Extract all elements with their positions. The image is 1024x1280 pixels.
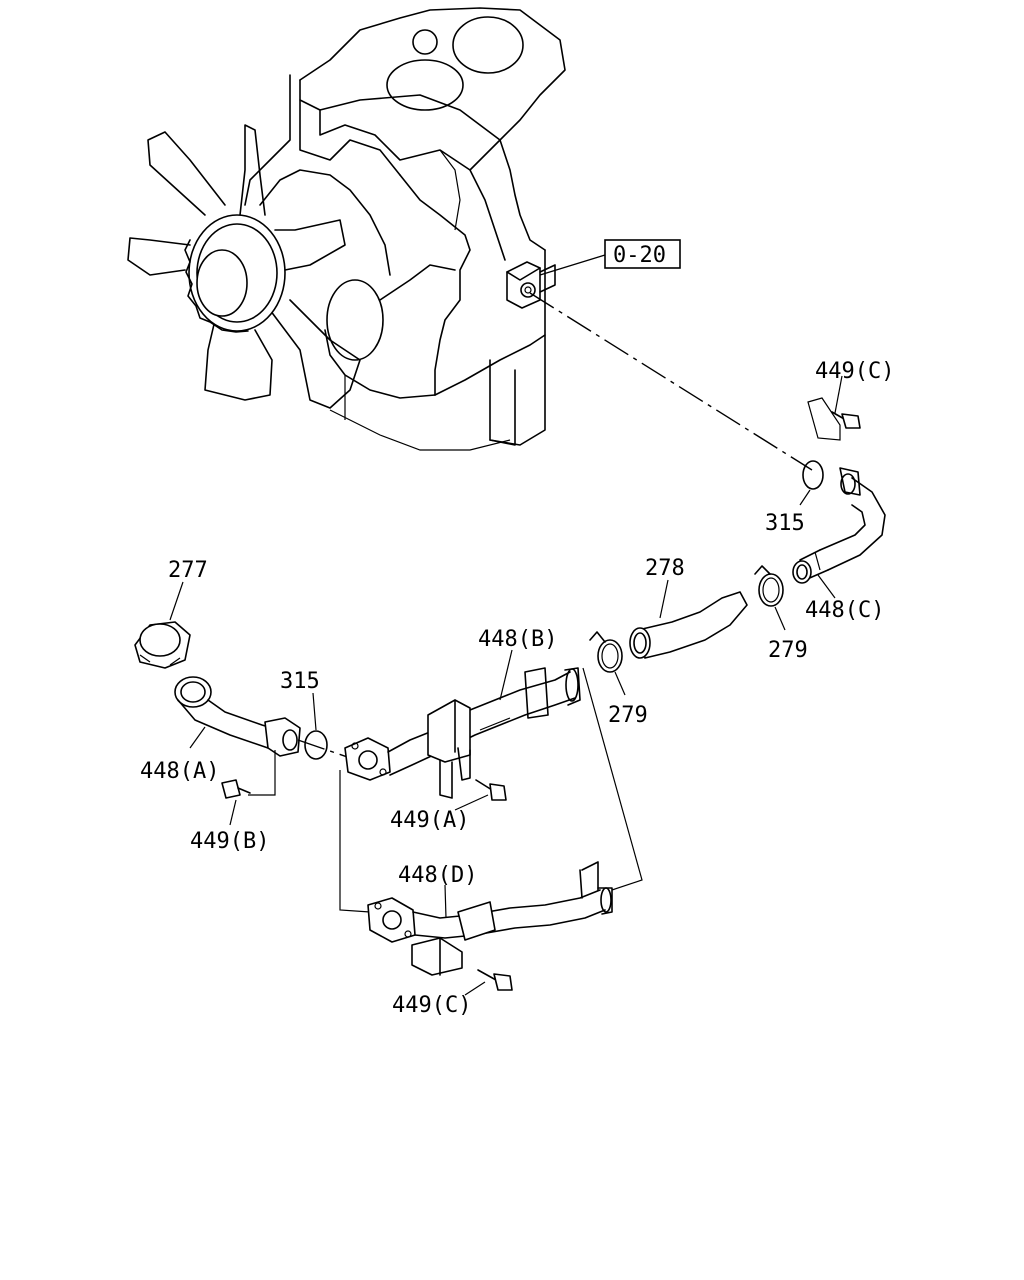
leader-448d (444, 884, 447, 919)
leader-448a (189, 726, 206, 749)
label-448b: 448(B) (478, 627, 557, 652)
leader-279-mid (614, 671, 626, 696)
leader-315-right (799, 489, 811, 506)
leader-449a (454, 794, 489, 811)
leader-448b (499, 649, 513, 701)
part-279-mid-clamp[interactable] (589, 631, 623, 673)
engine-mount-bracket (506, 261, 556, 309)
assembly-centerline-1 (529, 292, 813, 471)
part-277-radiator-cap[interactable] (134, 621, 191, 669)
part-279-right-clamp[interactable] (754, 565, 784, 607)
label-449c-top: 449(C) (815, 359, 894, 384)
leader-448c (817, 574, 836, 599)
part-448b-pipe[interactable] (344, 667, 581, 799)
part-315-right-gasket[interactable] (802, 460, 824, 490)
part-449b-bolt[interactable] (221, 779, 251, 799)
part-449a-bolt[interactable] (475, 779, 507, 801)
leader-277 (169, 581, 184, 621)
label-278: 278 (645, 556, 685, 581)
leader-449c-top (834, 375, 843, 414)
label-279-right: 279 (768, 638, 808, 663)
leader-278 (659, 579, 669, 619)
part-449c-top-bolt[interactable] (807, 397, 861, 441)
leader-449c-bottom (464, 981, 486, 996)
label-448c: 448(C) (805, 598, 884, 623)
assembly-guide-right (582, 667, 643, 891)
label-448d: 448(D) (398, 863, 477, 888)
leader-449b (229, 799, 237, 826)
leader-315-left (312, 692, 317, 731)
engine-block (244, 7, 566, 451)
part-448d-pipe[interactable] (367, 861, 613, 976)
part-315-left-gasket[interactable] (304, 730, 328, 760)
part-448a-filler-pipe[interactable] (174, 676, 301, 757)
part-449c-bottom-bolt[interactable] (477, 969, 513, 991)
reference-leader (539, 254, 606, 276)
leader-279-right (774, 606, 786, 631)
label-449a: 449(A) (390, 808, 469, 833)
label-279-mid: 279 (608, 703, 648, 728)
part-278-hose[interactable] (629, 591, 748, 659)
label-315-right: 315 (765, 511, 805, 536)
label-449b: 449(B) (190, 829, 269, 854)
bolt-guide-448a (248, 750, 276, 796)
reference-box-text: 0-20 (613, 243, 666, 268)
part-448c-pipe[interactable] (792, 467, 886, 584)
assembly-guide-left (339, 770, 371, 913)
assembly-centerline-2 (297, 739, 386, 771)
label-277: 277 (168, 558, 208, 583)
label-448a: 448(A) (140, 759, 219, 784)
cooling-fan (127, 124, 361, 409)
label-449c-bottom: 449(C) (392, 993, 471, 1018)
label-315-left: 315 (280, 669, 320, 694)
reference-box-0-20[interactable] (604, 239, 681, 269)
